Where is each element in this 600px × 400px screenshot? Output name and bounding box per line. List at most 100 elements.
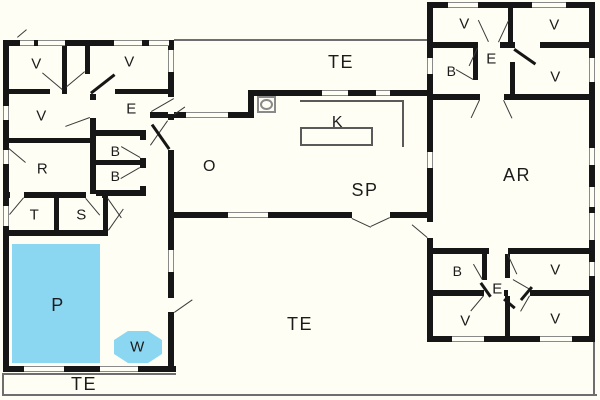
door-swing-line xyxy=(120,167,140,179)
door-swing-line xyxy=(120,146,141,158)
room-label-te-top: TE xyxy=(327,52,355,72)
room-label-v-bl: V xyxy=(460,312,472,330)
wall xyxy=(589,2,595,342)
room-label-v-mid: V xyxy=(550,261,562,279)
door-swing-line xyxy=(477,19,489,42)
door-opening xyxy=(480,94,504,100)
wall xyxy=(3,366,176,372)
door-swing-line xyxy=(65,117,90,127)
wall xyxy=(54,198,59,232)
window xyxy=(540,336,572,342)
window xyxy=(38,40,65,46)
door-swing-line xyxy=(470,99,480,119)
wall xyxy=(62,46,67,94)
wall xyxy=(505,254,510,278)
terrace-line xyxy=(593,342,595,396)
door-swing-line xyxy=(65,71,85,88)
window xyxy=(149,40,169,46)
window xyxy=(20,40,34,46)
room-label-v1: V xyxy=(31,55,43,73)
window xyxy=(3,150,9,164)
wall xyxy=(248,90,254,118)
window xyxy=(532,2,566,8)
wall xyxy=(427,2,595,8)
window xyxy=(589,148,595,165)
kitchen-line xyxy=(300,100,404,102)
window xyxy=(168,50,174,72)
wall xyxy=(103,198,108,232)
terrace-line xyxy=(2,373,176,375)
window xyxy=(186,112,228,118)
room-label-v-tl: V xyxy=(459,15,471,33)
wall xyxy=(90,118,96,194)
terrace-line xyxy=(174,39,427,41)
wall xyxy=(3,192,10,198)
window xyxy=(228,212,268,218)
window xyxy=(3,106,9,120)
room-label-ar: AR xyxy=(502,165,532,185)
door-swing-line xyxy=(370,217,390,227)
wall xyxy=(427,2,433,342)
window xyxy=(589,187,595,207)
window xyxy=(448,2,478,8)
room-label-e: E xyxy=(126,100,138,118)
room-label-b-top: B xyxy=(446,63,458,79)
room-label-v3: V xyxy=(36,107,48,125)
wall xyxy=(433,94,589,100)
wall xyxy=(150,112,174,118)
room-label-b-bot: B xyxy=(452,263,464,279)
window xyxy=(452,336,484,342)
door-swing-line xyxy=(411,224,428,238)
wall xyxy=(3,89,50,94)
window xyxy=(427,152,433,168)
door-swing-line xyxy=(455,69,474,80)
room-label-te-bottom: TE xyxy=(70,374,98,394)
window xyxy=(589,58,595,82)
door-swing-line xyxy=(8,148,26,163)
whirlpool xyxy=(114,331,162,363)
terrace-line xyxy=(2,394,597,396)
room-label-te-court: TE xyxy=(286,314,314,334)
room-label-w: W xyxy=(130,338,146,356)
wall xyxy=(473,48,478,80)
room-label-r: R xyxy=(36,160,50,178)
window xyxy=(24,366,64,372)
room-label-v-tr: V xyxy=(549,16,561,34)
room-label-t: T xyxy=(29,206,41,224)
wall xyxy=(168,40,174,372)
door-swing-line xyxy=(9,197,24,215)
wall xyxy=(482,254,487,280)
door-opening xyxy=(168,120,174,150)
kitchen-line xyxy=(402,100,404,147)
wall xyxy=(510,62,515,94)
door-opening xyxy=(427,222,433,238)
terrace-line xyxy=(2,373,4,396)
window xyxy=(322,90,348,96)
door-opening xyxy=(484,290,504,296)
wall xyxy=(96,130,146,136)
sink-basin-icon xyxy=(260,99,273,110)
room-label-p: P xyxy=(51,295,65,315)
wall xyxy=(3,230,108,236)
wall xyxy=(508,8,513,44)
wall xyxy=(96,160,146,165)
kitchen-counter xyxy=(300,127,373,146)
door-opening xyxy=(168,97,174,114)
door-opening xyxy=(489,248,508,254)
door-swing-line xyxy=(351,218,372,228)
room-label-v-top: V xyxy=(550,68,562,86)
room-label-e-top: E xyxy=(486,50,498,68)
swimming-pool xyxy=(12,244,100,363)
door-swing-line xyxy=(17,29,27,38)
sink-icon xyxy=(257,96,276,113)
door-leaf xyxy=(513,48,537,66)
room-label-k: K xyxy=(331,114,345,131)
wall xyxy=(3,138,90,143)
wall xyxy=(427,336,595,342)
door-swing-line xyxy=(503,100,513,119)
door-opening xyxy=(508,290,530,296)
wall xyxy=(85,46,90,74)
wall xyxy=(115,89,168,94)
wall xyxy=(90,94,96,100)
